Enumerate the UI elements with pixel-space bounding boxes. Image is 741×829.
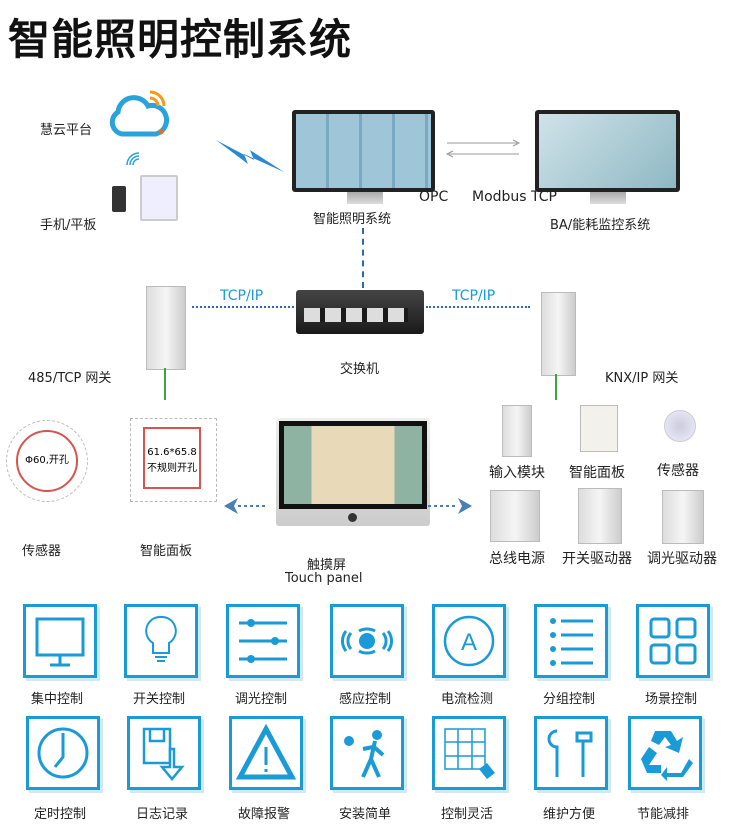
opc-label: OPC [419, 189, 449, 205]
knx-device-label: 调光驱动器 [647, 551, 717, 567]
gateway-knx-image [541, 292, 576, 376]
knx-device-label: 输入模块 [489, 465, 545, 481]
page-title: 智能照明控制系统 [8, 15, 353, 64]
bus-power-image [490, 490, 540, 542]
dimming-actuator-image [662, 490, 704, 544]
ba-monitor [535, 110, 680, 192]
warning-icon [229, 716, 303, 790]
wifi-icon [126, 152, 140, 166]
network-switch-image [296, 290, 424, 334]
group-list-icon [534, 604, 608, 678]
feature-label: 电流检测 [440, 692, 493, 707]
feature-label: 日志记录 [135, 807, 188, 822]
monitor-stand [590, 192, 626, 204]
arrow-left [224, 498, 268, 514]
feature-label: 维护方便 [542, 807, 595, 822]
sensor-image [664, 410, 696, 442]
ba-label: BA/能耗监控系统 [550, 218, 651, 233]
tcpip-right-label: TCP/IP [452, 288, 496, 304]
sensor-hole-text: Φ60,开孔 [16, 430, 78, 492]
lighting-system-label: 智能照明系统 [313, 212, 392, 227]
panel-size-text: 61.6*65.8 [147, 447, 197, 458]
switch-label: 交换机 [340, 362, 380, 377]
monitor-stand [347, 192, 383, 204]
ammeter-icon: A [432, 604, 506, 678]
tcpip-left-label: TCP/IP [220, 288, 264, 304]
sensor-cutout: Φ60,开孔 [6, 420, 88, 502]
green-link [164, 368, 166, 400]
knx-device-label: 传感器 [657, 463, 699, 479]
input-module-image [502, 405, 532, 457]
feature-label: 分组控制 [542, 692, 595, 707]
knx-device-label: 总线电源 [489, 551, 545, 567]
centralized-control-icon [23, 604, 97, 678]
panel-label: 智能面板 [140, 544, 193, 559]
panel-hole-text: 不规则开孔 [147, 463, 197, 474]
arrow-right [428, 498, 472, 514]
dotted-link-right [426, 306, 530, 308]
gateway-right-label: KNX/IP 网关 [605, 371, 679, 386]
green-link [555, 374, 557, 400]
feature-label: 故障报警 [237, 807, 290, 822]
dimmer-sliders-icon [226, 604, 300, 678]
cloud-label: 慧云平台 [40, 123, 93, 138]
dotted-link-left [192, 306, 294, 308]
phone-image [112, 186, 126, 212]
wireless-signal-icon [216, 140, 284, 172]
feature-label: 控制灵活 [440, 807, 493, 822]
smart-panel-image [580, 405, 618, 452]
cloud-icon [109, 90, 170, 137]
tablet-image [140, 175, 178, 221]
feature-label: 感应控制 [338, 692, 391, 707]
gateway-left-label: 485/TCP 网关 [28, 371, 112, 386]
easy-install-icon [330, 716, 404, 790]
motion-sensor-icon [330, 604, 404, 678]
dashed-link [362, 228, 364, 288]
feature-label: 开关控制 [132, 692, 185, 707]
modbus-label: Modbus TCP [472, 189, 557, 205]
touch-panel-label-en: Touch panel [285, 571, 363, 586]
tools-icon [534, 716, 608, 790]
flexible-control-icon [432, 716, 506, 790]
knx-device-label: 开关驱动器 [562, 551, 632, 567]
feature-label: 安装简单 [338, 807, 391, 822]
gateway-485-image [146, 286, 186, 370]
feature-label: 集中控制 [30, 692, 83, 707]
feature-label: 调光控制 [234, 692, 287, 707]
knx-device-label: 智能面板 [569, 465, 625, 481]
feature-label: 场景控制 [644, 692, 697, 707]
clock-icon [26, 716, 100, 790]
lighting-system-monitor [292, 110, 435, 192]
sensor-label: 传感器 [22, 544, 62, 559]
light-bulb-icon [124, 604, 198, 678]
touch-panel-image [276, 418, 430, 526]
bidirectional-arrows [445, 139, 521, 158]
panel-cutout: 61.6*65.8 不规则开孔 [130, 418, 217, 502]
feature-label: 定时控制 [33, 807, 86, 822]
svg-text:A: A [461, 629, 477, 656]
feature-label: 节能减排 [636, 807, 689, 822]
switch-actuator-image [578, 488, 622, 544]
touch-panel-label: 触摸屏 [307, 558, 347, 573]
scene-grid-icon [636, 604, 710, 678]
save-log-icon [127, 716, 201, 790]
mobile-label: 手机/平板 [40, 218, 97, 233]
recycle-icon [628, 716, 702, 790]
